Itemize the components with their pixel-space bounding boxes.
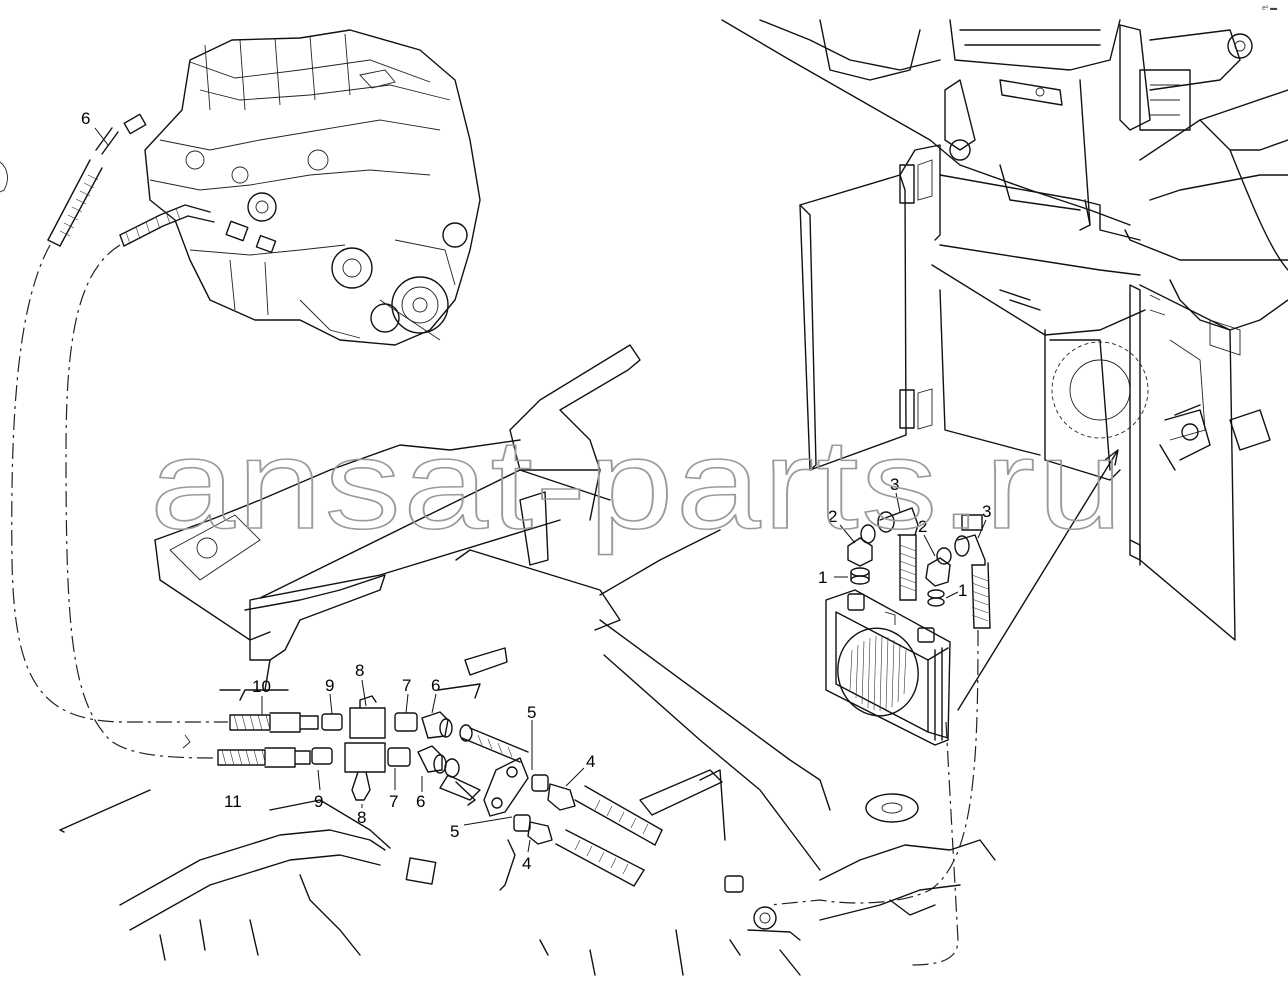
callout-valve-upper: 8 [355, 661, 364, 680]
callout-cooler-elbow-left: 2 [828, 507, 837, 526]
machine-housing [721, 19, 1288, 451]
hose-route-right [769, 629, 979, 966]
callout-elbow-lower: 6 [416, 792, 425, 811]
callout-cooler-adapter-left: 1 [818, 568, 827, 587]
callout-cooler-adapter-right: 1 [958, 581, 967, 600]
callout-hose-lower: 11 [224, 792, 242, 811]
callout-union-upper: 4 [586, 752, 595, 771]
callout-fitting-upper: 9 [325, 676, 334, 695]
callout-cooler-hose-right: 3 [982, 502, 991, 521]
callout-nipple-upper: 7 [402, 676, 411, 695]
callout-leaders [94, 127, 987, 853]
callout-elbow-upper: 6 [431, 676, 440, 695]
callout-engine-fitting: 6 [81, 109, 90, 128]
hose-fitting-assembly [217, 695, 663, 887]
chassis-frame [59, 344, 996, 976]
callout-cooler-hose-left: 3 [890, 475, 899, 494]
watermark: ansat-parts.ru [150, 413, 1125, 556]
callout-hose-short-lower: 5 [450, 822, 459, 841]
callout-fitting-lower: 9 [314, 792, 323, 811]
oil-cooler [825, 589, 951, 746]
engine-hose-lower [119, 204, 215, 247]
callout-nipple-lower: 7 [389, 792, 398, 811]
callout-union-lower: 4 [522, 854, 531, 873]
engine-hose-upper [47, 127, 119, 247]
callout-hose-short-upper: 5 [527, 703, 536, 722]
callout-cooler-elbow-right: 2 [918, 517, 927, 536]
corner-mark: e¹ ▬ [1262, 5, 1277, 12]
hose-route-lower [65, 244, 216, 759]
engine-block [123, 29, 481, 346]
inner-compartment [931, 164, 1241, 641]
cooler-fittings [847, 449, 1119, 711]
callout-valve-lower: 8 [357, 808, 366, 827]
callout-hose-upper: 10 [252, 677, 271, 696]
hose-route-upper [11, 244, 228, 723]
door-panel-left [799, 144, 941, 471]
